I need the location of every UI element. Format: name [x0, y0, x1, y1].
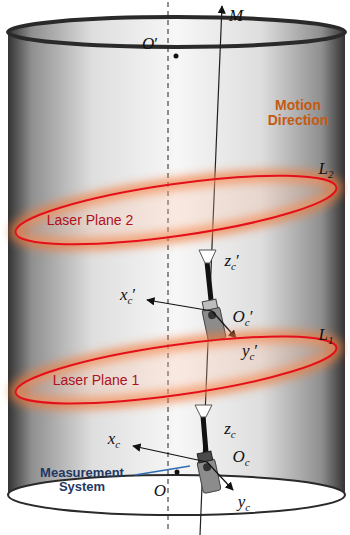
laser-plane-shape — [8, 175, 344, 245]
plane-name: L2 — [319, 160, 334, 180]
annotation: Motion Direction — [258, 98, 338, 129]
axis-label: zc′ — [224, 252, 239, 272]
measurement-system-upper — [147, 250, 236, 342]
point-label: O′ — [142, 35, 158, 54]
annotation: Measurement System — [32, 466, 132, 495]
plane-label: Laser Plane 1 — [53, 372, 139, 388]
laser-plane-shape — [8, 335, 344, 405]
point-label: M — [229, 7, 243, 26]
axis-label: xc′ — [120, 286, 136, 306]
laser-plane: Laser Plane 2 — [8, 175, 344, 245]
origin-label: Oc′ — [233, 308, 254, 328]
axis-label: yc′ — [242, 342, 258, 362]
cylinder — [8, 17, 345, 515]
plane-name: L1 — [319, 326, 334, 346]
measurement-system-lower — [133, 405, 233, 494]
origin-label: Oc — [232, 448, 249, 468]
center-point — [174, 54, 179, 59]
laser-plane: Laser Plane 1 — [8, 335, 344, 405]
axis-label: zc — [224, 420, 236, 440]
plane-label: Laser Plane 2 — [47, 212, 133, 228]
center-point — [175, 470, 180, 475]
leader-line — [135, 466, 190, 475]
axis-label: yc — [238, 493, 250, 513]
axis-label: xc — [108, 430, 120, 450]
point-label: O — [154, 482, 166, 501]
